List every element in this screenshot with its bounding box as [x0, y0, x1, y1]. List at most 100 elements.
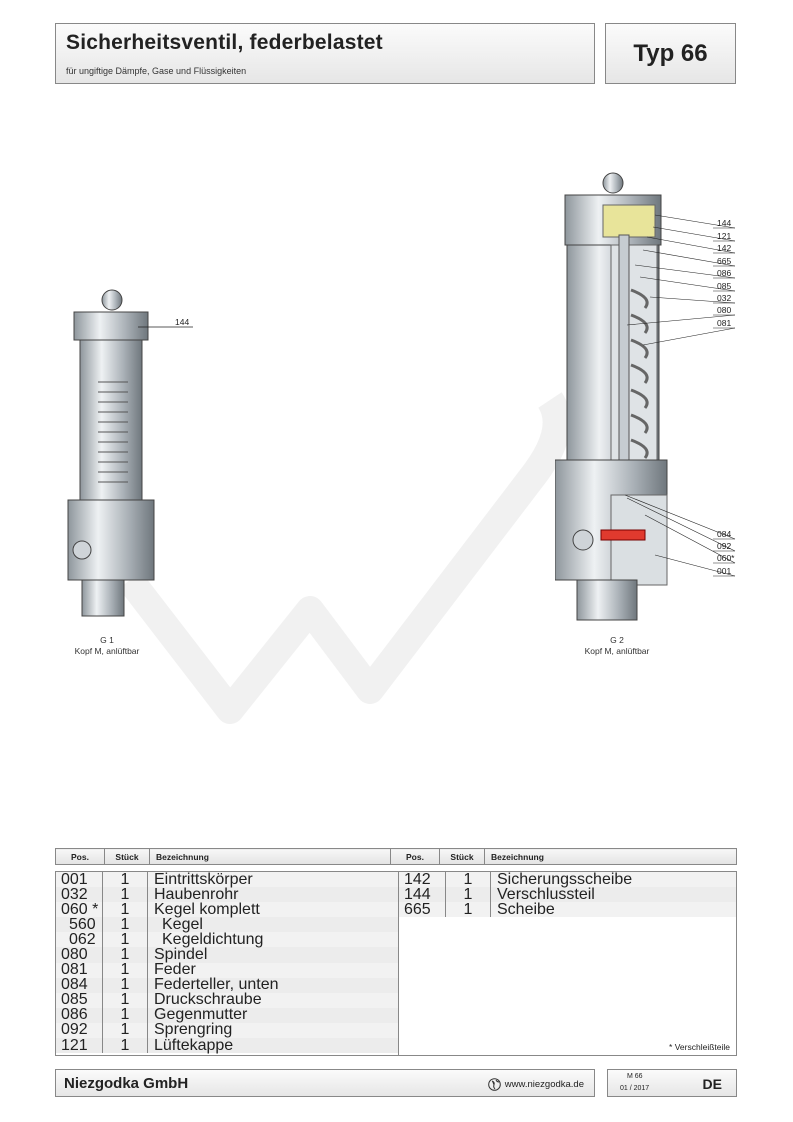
part-name: Verschlussteil: [497, 885, 595, 903]
callout-label: 084: [717, 529, 731, 539]
callout-label: 001: [717, 566, 731, 576]
part-position: 001: [56, 871, 103, 888]
company-name: Niezgodka GmbH: [64, 1075, 189, 1092]
part-position: 092: [56, 1021, 103, 1038]
part-position: 086: [56, 1006, 103, 1023]
part-position: 665: [399, 901, 446, 918]
part-position: 121: [56, 1037, 103, 1054]
header-qty: Stück: [104, 848, 150, 865]
part-name: Sprengring: [154, 1021, 233, 1039]
doc-date: 01 / 2017: [620, 1085, 650, 1092]
caption-line: G 2: [610, 635, 624, 645]
part-name: Feder: [154, 961, 196, 979]
callout-label: 144: [717, 218, 731, 228]
figure-caption-g2: G 2 Kopf M, anlüftbar: [557, 635, 677, 657]
part-position: 062: [56, 931, 103, 948]
part-quantity: 1: [103, 931, 148, 948]
website-link[interactable]: www.niezgodka.de: [487, 1078, 584, 1091]
header-pos: Pos.: [55, 848, 105, 865]
callout-label: 060*: [717, 553, 735, 563]
callout-label: 081: [717, 318, 731, 328]
page-subtitle: für ungiftige Dämpfe, Gase und Flüssigke…: [66, 66, 247, 76]
part-name: Druckschraube: [154, 991, 262, 1009]
part-position: 060 *: [56, 901, 103, 918]
callout-label: 092: [717, 541, 731, 551]
part-quantity: 1: [446, 901, 491, 918]
part-quantity: 1: [103, 976, 148, 993]
caption-line: Kopf M, anlüftbar: [584, 646, 650, 656]
part-quantity: 1: [103, 1037, 148, 1054]
part-name: Gegenmutter: [154, 1006, 248, 1024]
part-quantity: 1: [103, 871, 148, 888]
part-name: Kegeldichtung: [162, 930, 264, 948]
type-label: Typ 66: [633, 40, 708, 67]
part-quantity: 1: [103, 901, 148, 918]
header-name: Bezeichnung: [484, 848, 737, 865]
table-row: 060 *1 Kegel komplett: [56, 900, 398, 918]
part-name: Eintrittskörper: [154, 870, 253, 888]
part-quantity: 1: [103, 946, 148, 963]
website-url: www.niezgodka.de: [504, 1079, 584, 1090]
part-name: Kegel komplett: [154, 900, 260, 918]
part-quantity: 1: [103, 1006, 148, 1023]
part-position: 144: [399, 886, 446, 903]
doc-number: M 66: [627, 1073, 643, 1080]
valve-drawing-g1: 144: [67, 289, 193, 617]
wear-parts-note: * Verschleißteile: [669, 1042, 730, 1052]
callout-label: 144: [175, 317, 189, 327]
part-quantity: 1: [103, 961, 148, 978]
part-name: Spindel: [154, 946, 208, 964]
part-quantity: 1: [103, 991, 148, 1008]
part-name: Sicherungsscheibe: [497, 870, 633, 888]
caption-line: G 1: [100, 635, 114, 645]
part-position: 080: [56, 946, 103, 963]
part-position: 032: [56, 886, 103, 903]
callout-label: 032: [717, 293, 731, 303]
part-position: 084: [56, 976, 103, 993]
footer-box: Niezgodka GmbH www.niezgodka.de: [55, 1069, 595, 1097]
part-position: 081: [56, 961, 103, 978]
type-box: Typ 66: [605, 23, 736, 84]
part-quantity: 1: [103, 1021, 148, 1038]
part-quantity: 1: [446, 871, 491, 888]
callout-label: 142: [717, 243, 731, 253]
figure-caption-g1: G 1 Kopf M, anlüftbar: [47, 635, 167, 657]
page-title: Sicherheitsventil, federbelastet: [66, 31, 383, 54]
callout-label: 121: [717, 231, 731, 241]
header-qty: Stück: [439, 848, 485, 865]
language-code: DE: [702, 1076, 722, 1092]
part-position: 085: [56, 991, 103, 1008]
doc-info-box: M 66 01 / 2017 DE: [607, 1069, 737, 1097]
part-name: Haubenrohr: [154, 885, 239, 903]
part-quantity: 1: [446, 886, 491, 903]
parts-table-header: Pos. Stück Bezeichnung Pos. Stück Bezeic…: [55, 848, 737, 865]
header-pos: Pos.: [390, 848, 440, 865]
caption-line: Kopf M, anlüftbar: [74, 646, 140, 656]
part-name: Lüftekappe: [154, 1036, 234, 1054]
callout-label: 085: [717, 281, 731, 291]
part-position: 142: [399, 871, 446, 888]
callout-label: 086: [717, 268, 731, 278]
part-name: Federteller, unten: [154, 976, 279, 994]
part-name: Scheibe: [497, 900, 555, 918]
callout-label: 665: [717, 256, 731, 266]
valve-drawing-g2: 144 121 142 665 086 085 032 080 081 084 …: [555, 172, 735, 621]
part-position: 560: [56, 916, 103, 933]
